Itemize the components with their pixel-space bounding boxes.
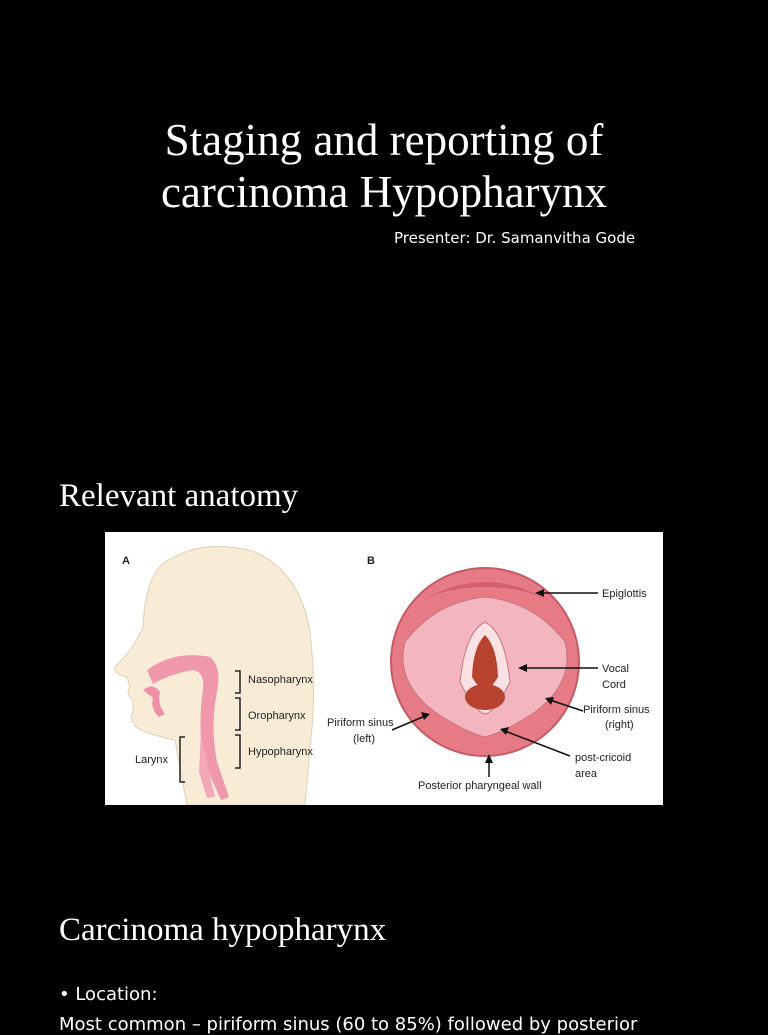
section-heading-anatomy: Relevant anatomy bbox=[59, 478, 299, 514]
label-larynx: Larynx bbox=[135, 754, 169, 766]
arrowhead-epiglottis bbox=[535, 589, 544, 597]
label-piriform-right: Piriform sinus bbox=[583, 704, 650, 716]
label-vocal: Vocal bbox=[602, 663, 629, 675]
section-heading-carcinoma: Carcinoma hypopharynx bbox=[59, 912, 387, 948]
pharynx-airway bbox=[147, 655, 229, 800]
bracket-hypopharynx bbox=[235, 734, 241, 769]
label-post-cricoid: post-cricoid bbox=[575, 752, 631, 764]
arrowhead-piriform-right bbox=[545, 697, 554, 705]
slide-title: Staging and reporting of carcinoma Hypop… bbox=[0, 114, 768, 218]
arrowhead-posterior-wall bbox=[485, 754, 493, 763]
larynx-shape bbox=[199, 732, 215, 798]
arrow-post-cricoid bbox=[504, 730, 571, 757]
arrowhead-piriform-left bbox=[421, 712, 430, 720]
bracket-larynx bbox=[179, 736, 185, 783]
epiglottis-shape bbox=[420, 582, 550, 602]
arrowhead-vocal-cord bbox=[518, 664, 527, 672]
label-oropharynx: Oropharynx bbox=[248, 710, 306, 722]
label-epiglottis: Epiglottis bbox=[602, 588, 647, 600]
label-piriform-left-side: (left) bbox=[353, 733, 375, 745]
arrow-piriform-right bbox=[549, 699, 584, 712]
title-line-1: Staging and reporting of bbox=[164, 115, 604, 165]
bracket-nasopharynx bbox=[235, 670, 241, 694]
label-post-cricoid-area: area bbox=[575, 768, 598, 780]
bullet-location: • Location: bbox=[59, 984, 158, 1005]
label-nasopharynx: Nasopharynx bbox=[248, 674, 313, 686]
panel-a-label: A bbox=[122, 555, 130, 567]
arytenoid-shape bbox=[465, 684, 505, 710]
bullet-most-common: Most common – piriform sinus (60 to 85%)… bbox=[59, 1014, 638, 1035]
label-cord: Cord bbox=[602, 679, 626, 691]
presenter-line: Presenter: Dr. Samanvitha Gode bbox=[394, 229, 636, 247]
glottis-opening bbox=[472, 635, 498, 690]
arrowhead-post-cricoid bbox=[500, 727, 509, 735]
label-piriform-right-side: (right) bbox=[605, 719, 634, 731]
panel-b-label: B bbox=[367, 555, 375, 567]
tongue-shape bbox=[143, 686, 165, 717]
anatomy-illustration: A Nasopharynx Oropharynx Hypopharynx Lar… bbox=[114, 545, 650, 805]
label-posterior-wall: Posterior pharyngeal wall bbox=[418, 780, 542, 792]
title-line-2: carcinoma Hypopharynx bbox=[160, 167, 608, 217]
anatomy-figure: A Nasopharynx Oropharynx Hypopharynx Lar… bbox=[105, 532, 663, 805]
bracket-oropharynx bbox=[235, 697, 241, 731]
label-piriform-left: Piriform sinus bbox=[327, 717, 394, 729]
label-hypopharynx: Hypopharynx bbox=[248, 746, 313, 758]
arrow-piriform-left bbox=[391, 715, 426, 731]
